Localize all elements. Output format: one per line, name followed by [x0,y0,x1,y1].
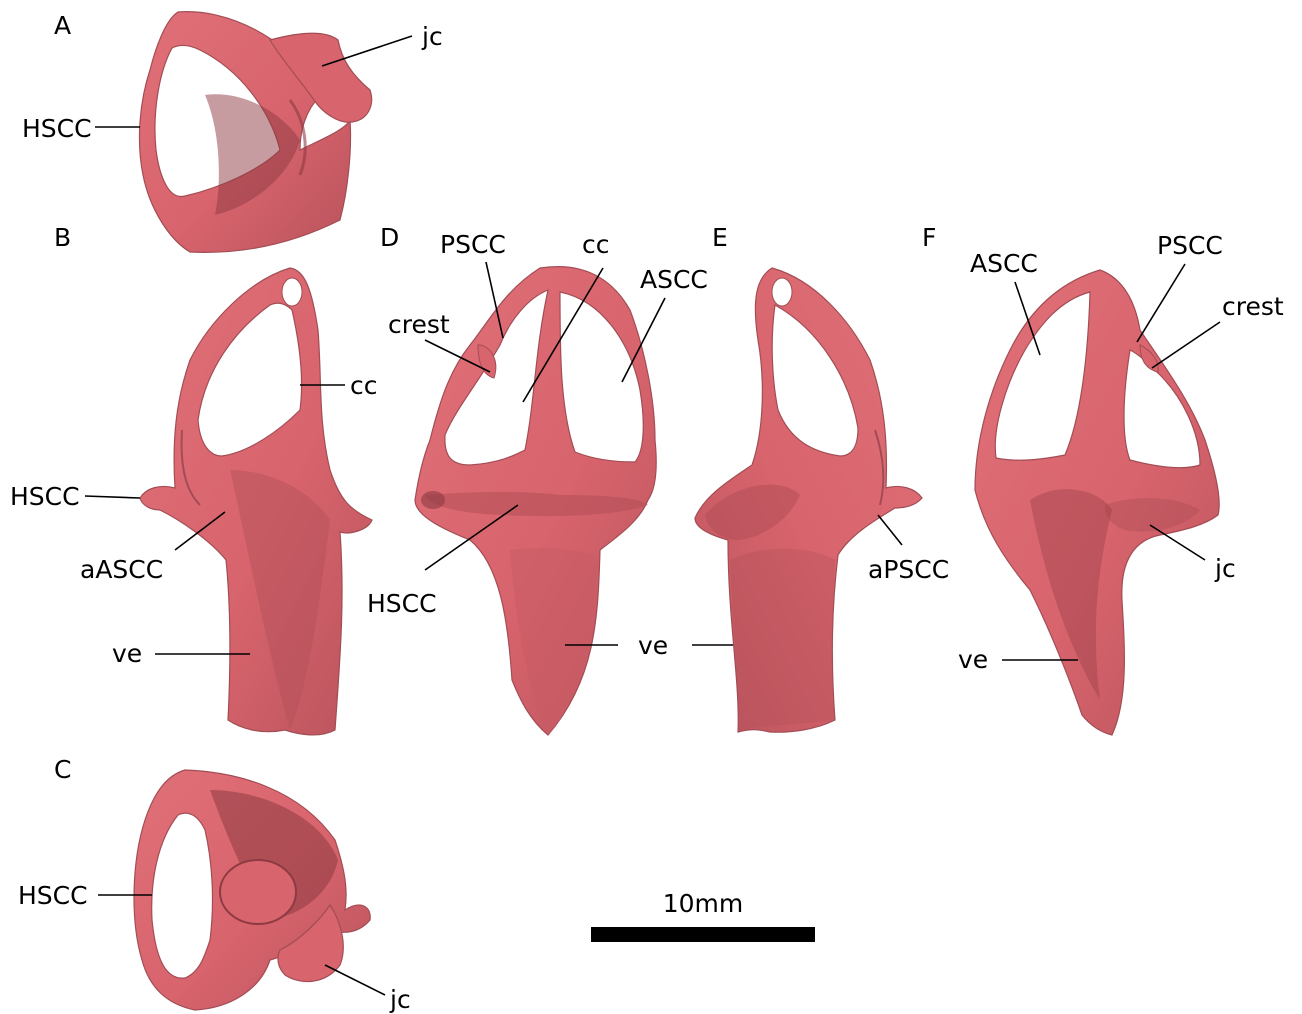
label-hscc: HSCC [18,881,88,910]
panel-f: F ASCC PSCC crest jc ve [922,223,1284,735]
leader-line [1137,264,1185,342]
label-pscc: PSCC [440,230,506,259]
label-ve: ve [958,645,988,674]
panel-letter-a: A [54,11,71,40]
label-hscc: HSCC [22,114,92,143]
label-hscc: HSCC [10,482,80,511]
panel-letter-d: D [380,223,399,252]
label-apscc: aPSCC [868,555,949,584]
panel-c: C HSCC jc [18,755,411,1014]
scale-bar-label: 10mm [663,889,744,918]
label-ascc: ASCC [970,249,1038,278]
specimen-d [415,267,656,735]
label-cc: cc [350,371,378,400]
scale-bar-rect [591,927,815,942]
leader-line [325,965,385,995]
leader-line [1152,322,1220,368]
specimen-e [695,268,922,732]
panel-letter-f: F [922,223,936,252]
label-jc: jc [389,985,411,1014]
panel-letter-b: B [54,223,71,252]
specimen-c [134,770,370,1010]
specimen-b [140,268,372,735]
specimen-f [975,270,1219,735]
panel-letter-e: E [712,223,728,252]
label-ve: ve [112,639,142,668]
label-cc: cc [582,230,610,259]
scale-bar: 10mm [591,889,815,942]
label-crest: crest [388,310,450,339]
label-pscc: PSCC [1157,231,1223,260]
label-aascc: aASCC [80,555,163,584]
label-hscc: HSCC [367,589,437,618]
label-crest: crest [1222,292,1284,321]
panel-b: B cc HSCC aASCC ve [10,223,378,735]
specimen-a [139,12,371,253]
leader-line [85,496,140,498]
label-jc: jc [421,22,443,51]
leader-line [878,515,902,545]
panel-a: A jc HSCC [22,11,443,252]
panel-letter-c: C [54,755,71,784]
label-ascc: ASCC [640,265,708,294]
label-ve-shared: ve [638,631,668,660]
label-jc: jc [1214,554,1236,583]
panel-e: E aPSCC [695,223,949,732]
